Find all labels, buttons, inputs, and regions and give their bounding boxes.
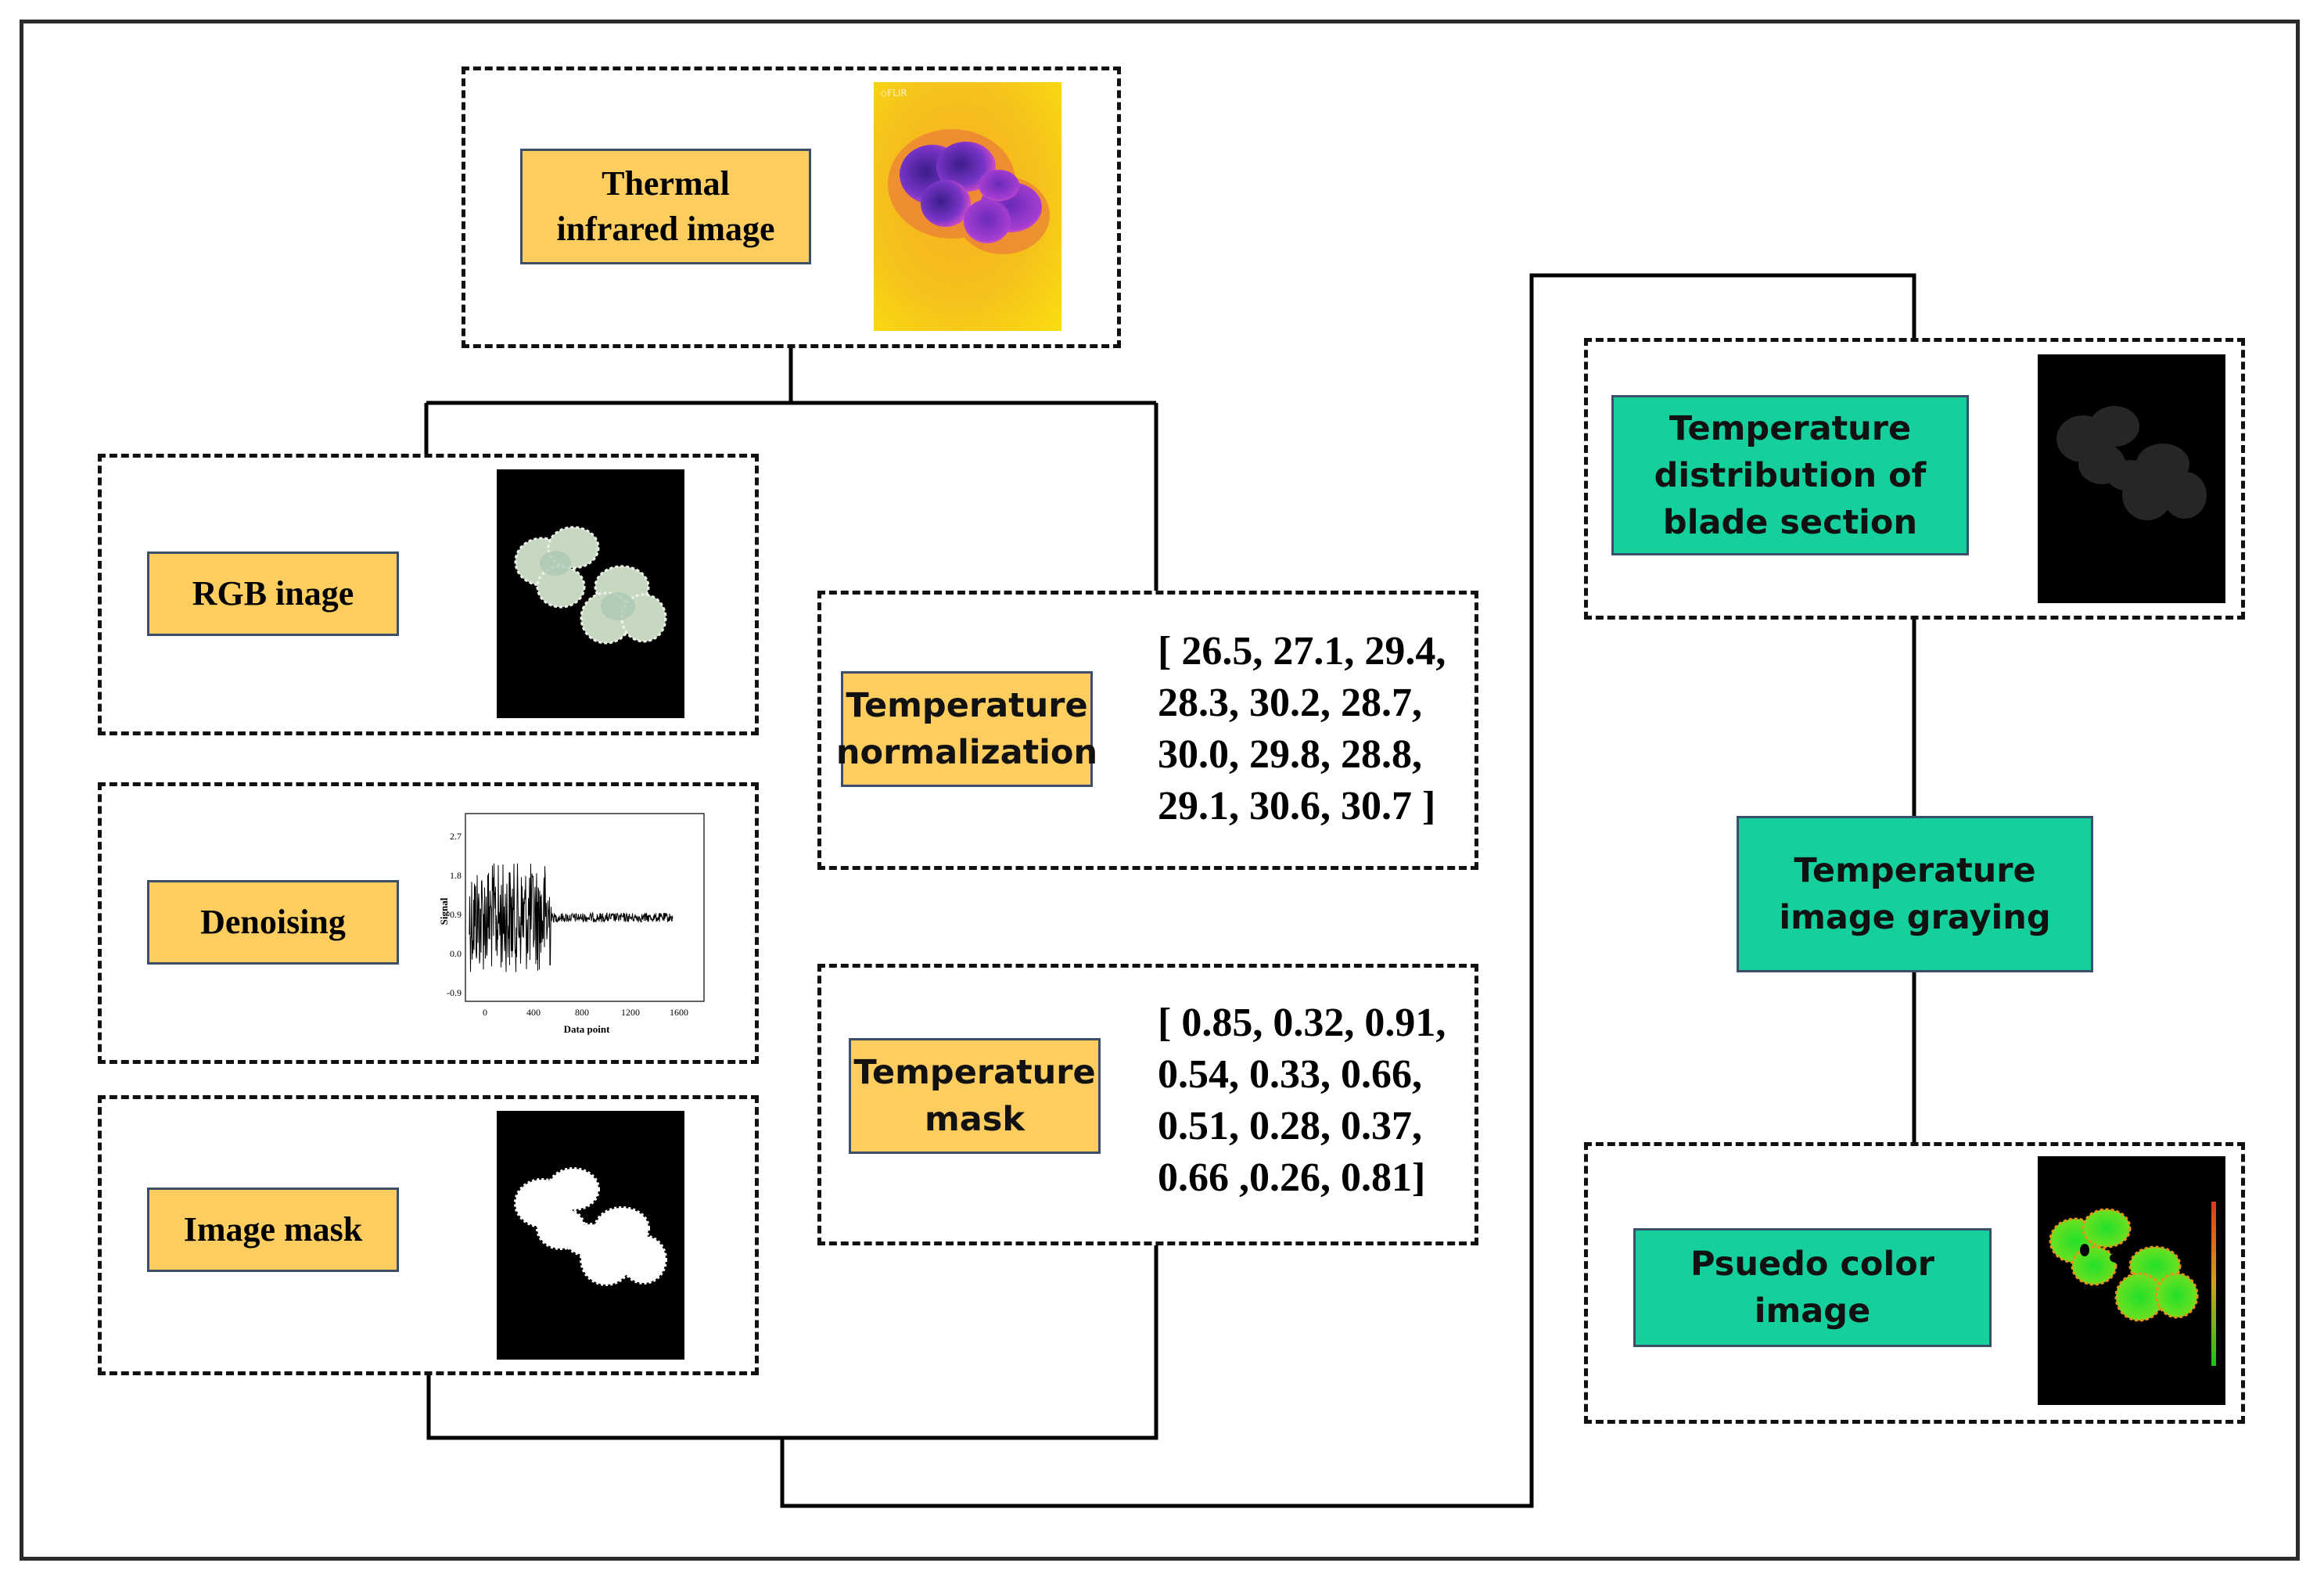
rgb-label: RGB inage [147,552,399,636]
temp-norm-values-line: 29.1, 30.6, 30.7 ] [1158,784,1436,828]
temp-norm-values-line: [ 26.5, 27.1, 29.4, [1158,629,1446,674]
graying-label: Temperature image graying [1737,816,2093,972]
thermal-label-line-2: infrared image [556,210,775,248]
xtick-label: 800 [575,1007,589,1018]
rgb-node [98,454,759,735]
image-mask-label: Image mask [147,1188,399,1272]
xtick-label: 400 [526,1007,541,1018]
x-axis-label: Data point [564,1023,611,1035]
ytick-label: 0.9 [450,909,462,920]
ytick-label: 2.7 [450,831,462,842]
thermal-label: Thermal infrared image [520,149,811,264]
thermal-watermark: ◇FLIR [880,88,907,99]
ytick-label: -0.9 [447,987,462,998]
thermal-node [462,66,1121,348]
temp-norm-values: [ 26.5, 27.1, 29.4, 28.3, 30.2, 28.7, 30… [1158,626,1446,832]
signal-trace [469,863,673,972]
temp-mask-values: [ 0.85, 0.32, 0.91, 0.54, 0.33, 0.66, 0.… [1158,997,1446,1204]
temp-dist-label-line-2: distribution of [1654,455,1927,495]
diagram-frame [20,20,2300,1561]
rgb-thumbnail [497,469,684,718]
temp-mask-node [817,964,1478,1245]
xtick-label: 1600 [670,1007,688,1018]
temp-mask-label-line-2: mask [924,1100,1025,1139]
xtick-label: 0 [483,1007,487,1018]
xtick-label: 1200 [621,1007,640,1018]
pseudo-label-line-1: Psuedo color [1690,1245,1934,1284]
connector-bottom-long [780,273,1916,1508]
denoising-plot: 2.7 1.8 0.9 0.0 -0.9 0 400 800 1200 1600… [438,806,708,1040]
temp-norm-label-line-1: Temperature [846,686,1088,725]
temp-dist-label: Temperature distribution of blade sectio… [1611,395,1969,555]
pseudo-label: Psuedo color image [1633,1228,1992,1347]
ytick-label: 1.8 [450,870,462,881]
temp-mask-label-line-1: Temperature [853,1053,1096,1092]
denoising-label: Denoising [147,880,399,965]
temp-dist-label-line-3: blade section [1662,502,1918,542]
temp-norm-values-line: 28.3, 30.2, 28.7, [1158,681,1422,725]
y-axis-label: Signal [438,897,450,925]
image-mask-thumbnail [497,1111,684,1360]
temp-mask-values-line: 0.51, 0.28, 0.37, [1158,1104,1422,1148]
temp-mask-values-line: 0.66 ,0.26, 0.81] [1158,1155,1426,1200]
temp-norm-label-line-2: normalization [835,733,1098,772]
connector-bottom-left [426,1245,1158,1440]
temp-norm-node [817,591,1478,870]
ytick-label: 0.0 [450,948,462,959]
image-mask-node [98,1095,759,1375]
pseudo-thumbnail [2038,1156,2225,1405]
temp-dist-thumbnail [2038,354,2225,603]
pseudo-colorbar [2211,1202,2216,1366]
graying-label-line-1: Temperature [1794,851,2036,890]
temp-mask-values-line: 0.54, 0.33, 0.66, [1158,1052,1422,1097]
temp-dist-label-line-1: Temperature [1668,408,1912,448]
temp-norm-values-line: 30.0, 29.8, 28.8, [1158,732,1422,777]
temp-mask-label: Temperature mask [849,1038,1101,1154]
temp-norm-label: Temperature normalization [836,671,1097,787]
graying-label-line-2: image graying [1779,898,2051,937]
denoising-node [98,782,759,1064]
thermal-thumbnail: ◇FLIR [874,82,1061,331]
thermal-label-line-1: Thermal [602,164,730,203]
pseudo-label-line-2: image [1754,1292,1871,1331]
temp-dist-node [1584,338,2245,620]
temp-mask-values-line: [ 0.85, 0.32, 0.91, [1158,1001,1446,1045]
pseudo-node [1584,1142,2245,1424]
